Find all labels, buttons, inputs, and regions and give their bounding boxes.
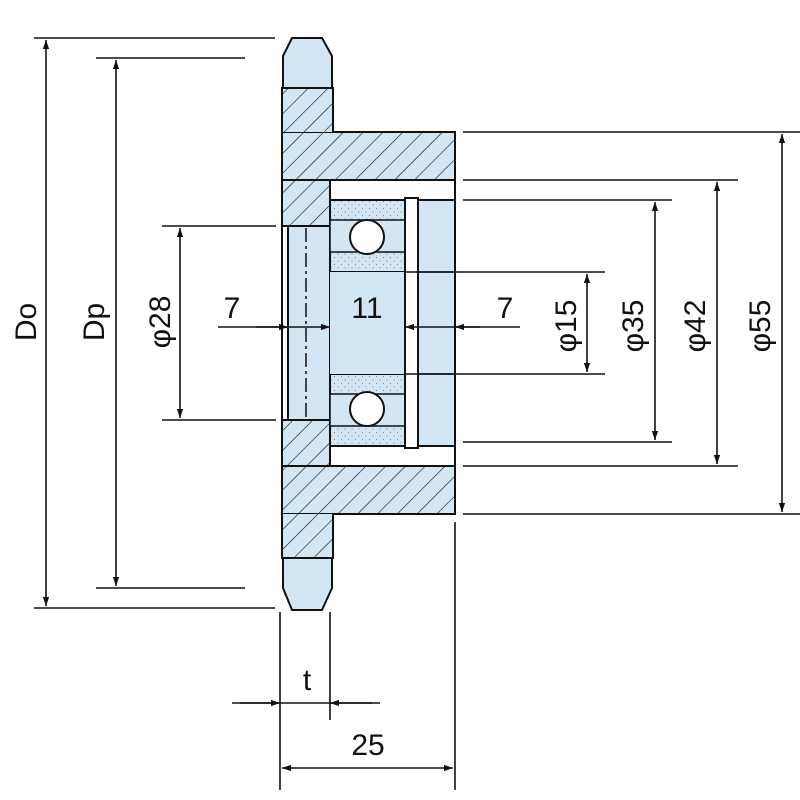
left-recess bbox=[287, 225, 331, 421]
snap-ring bbox=[404, 197, 419, 449]
hub-upper-web bbox=[282, 88, 333, 132]
left-recess-upper-wall bbox=[281, 179, 331, 227]
phi15-label: φ15 bbox=[550, 300, 583, 353]
hub-lower-section bbox=[281, 465, 456, 515]
left-recess-lower-wall bbox=[281, 419, 331, 467]
bearing-upper-ball bbox=[349, 219, 385, 255]
phi55-label: φ55 bbox=[744, 300, 777, 353]
bearing-11-label: 11 bbox=[351, 292, 382, 325]
hub-lower-web bbox=[282, 514, 333, 558]
phi42-label: φ42 bbox=[679, 300, 712, 353]
t-label: t bbox=[303, 664, 312, 697]
bearing-bore bbox=[330, 272, 405, 374]
bearing-lower-ball bbox=[349, 391, 385, 427]
extension-lines bbox=[34, 37, 800, 790]
phi35-label: φ35 bbox=[617, 300, 650, 353]
phi28-label: φ28 bbox=[144, 296, 177, 349]
overall-25-label: 25 bbox=[351, 729, 384, 762]
hub-outline bbox=[281, 87, 456, 559]
right-7-label: 7 bbox=[497, 292, 514, 325]
dp-label: Dp bbox=[78, 303, 111, 341]
do-label: Do bbox=[10, 303, 43, 341]
hub-upper-section bbox=[281, 131, 456, 181]
left-7-label: 7 bbox=[224, 292, 241, 325]
